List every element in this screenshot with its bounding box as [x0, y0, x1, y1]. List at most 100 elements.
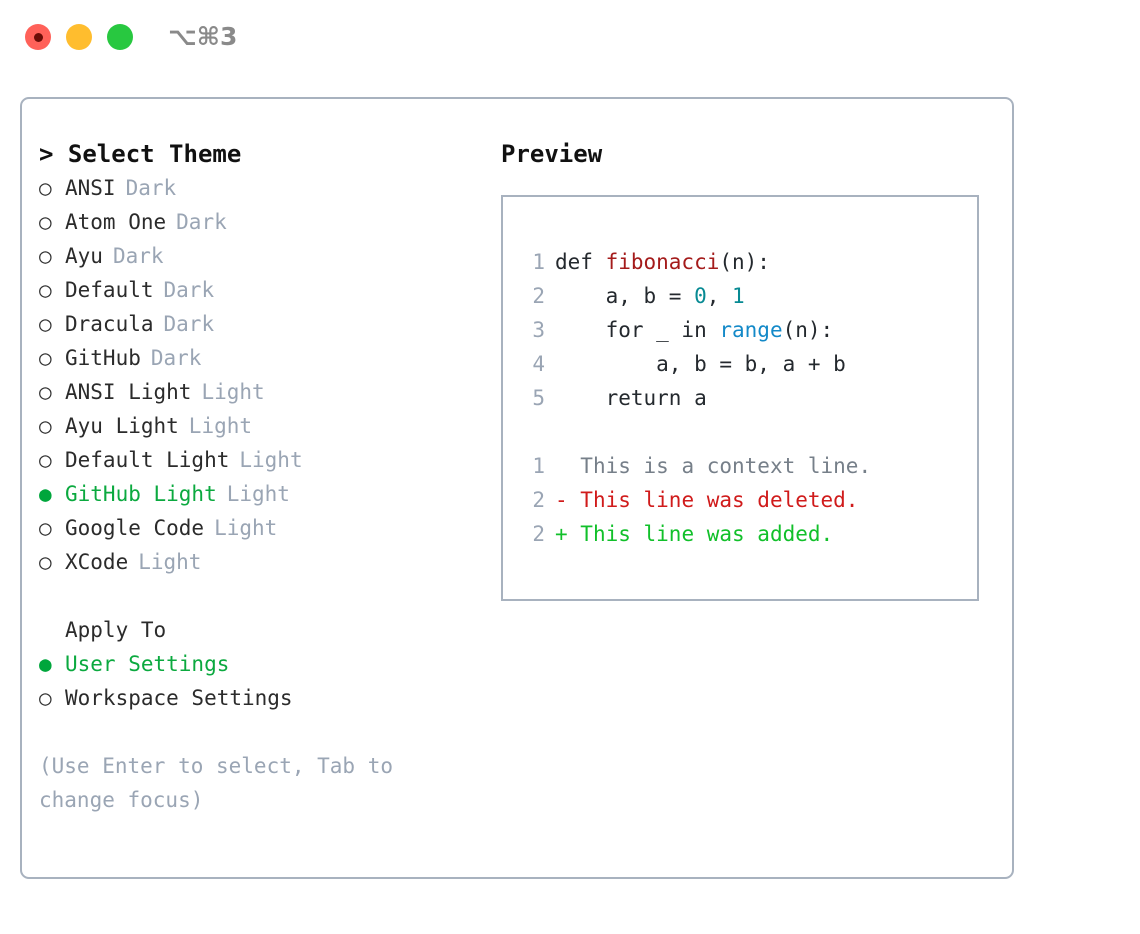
code-line-content: return a [555, 381, 707, 415]
radio-unselected-icon: ○ [39, 448, 52, 472]
code-line: 3 for _ in range(n): [503, 313, 977, 347]
code-token-plain: (n): [719, 250, 770, 274]
theme-option-ansi[interactable]: ○ ANSI Dark [39, 171, 489, 205]
page-title: > Select Theme [39, 140, 242, 168]
diff-line-deleted: 2- This line was deleted. [503, 483, 977, 517]
radio-unselected-icon: ○ [39, 176, 52, 200]
code-token-fn: fibonacci [605, 250, 720, 274]
theme-option-label: Ayu Light [65, 414, 179, 438]
radio-unselected-icon: ○ [39, 686, 52, 710]
theme-option-atom-one[interactable]: ○ Atom One Dark [39, 205, 489, 239]
apply-to-list: ● User Settings ○ Workspace Settings [39, 647, 489, 715]
theme-option-label: Ayu [65, 244, 103, 268]
theme-option-default[interactable]: ○ Default Dark [39, 273, 489, 307]
theme-option-label: XCode [65, 550, 129, 574]
code-token-plain: def [555, 250, 606, 274]
code-diff-separator [503, 415, 977, 449]
code-token-plain: return a [555, 386, 707, 410]
radio-unselected-icon: ○ [39, 516, 52, 540]
apply-to-option-label: User Settings [65, 652, 230, 676]
code-token-plain: , [706, 284, 733, 308]
theme-option-default-light[interactable]: ○ Default Light Light [39, 443, 489, 477]
radio-unselected-icon: ○ [39, 278, 52, 302]
code-line-content: a, b = 0, 1 [555, 279, 745, 313]
diff-sample: 1 This is a context line. 2- This line wa… [503, 449, 977, 551]
radio-unselected-icon: ○ [39, 312, 52, 336]
apply-to-option-workspace-settings[interactable]: ○ Workspace Settings [39, 681, 489, 715]
code-token-call: range [719, 318, 783, 342]
radio-unselected-icon: ○ [39, 414, 52, 438]
apply-to-option-user-settings[interactable]: ● User Settings [39, 647, 489, 681]
theme-variant-badge: Light [239, 448, 303, 472]
radio-unselected-icon: ○ [39, 244, 52, 268]
theme-variant-badge: Dark [125, 176, 177, 200]
code-line: 2 a, b = 0, 1 [503, 279, 977, 313]
recording-indicator-icon [33, 32, 43, 42]
minimize-button[interactable] [66, 24, 92, 50]
title-bar: ⌥⌘3 [0, 0, 1140, 80]
theme-option-github[interactable]: ○ GitHub Dark [39, 341, 489, 375]
line-number: 4 [532, 352, 545, 376]
theme-option-label: Atom One [65, 210, 167, 234]
diff-marker [555, 449, 580, 483]
diff-line-text: This line was deleted. [580, 488, 859, 512]
diff-marker: - [555, 488, 581, 512]
radio-unselected-icon: ○ [39, 380, 52, 404]
preview-title: Preview [501, 140, 603, 168]
close-button[interactable] [25, 24, 51, 50]
theme-option-label: Dracula [65, 312, 154, 336]
line-number: 2 [532, 284, 545, 308]
theme-option-label: ANSI Light [65, 380, 192, 404]
line-number: 3 [532, 318, 545, 342]
theme-option-label: Default Light [65, 448, 230, 472]
code-token-num: 1 [732, 284, 745, 308]
theme-option-ansi-light[interactable]: ○ ANSI Light Light [39, 375, 489, 409]
theme-variant-badge: Dark [176, 210, 227, 234]
theme-option-label: ANSI [65, 176, 116, 200]
diff-line-added: 2+ This line was added. [503, 517, 977, 551]
line-number: 1 [532, 454, 545, 478]
code-line-content: def fibonacci(n): [555, 245, 770, 279]
radio-selected-icon: ● [39, 652, 52, 676]
code-line: 5 return a [503, 381, 977, 415]
diff-line-text: This is a context line. [580, 454, 872, 478]
window-controls [25, 24, 133, 50]
line-number: 2 [532, 522, 545, 546]
theme-option-xcode[interactable]: ○ XCode Light [39, 545, 489, 579]
theme-variant-badge: Light [201, 380, 265, 404]
theme-option-label: GitHub [65, 346, 141, 370]
code-token-num: 0 [694, 284, 707, 308]
apply-to-option-label: Workspace Settings [65, 686, 293, 710]
radio-selected-icon: ● [39, 482, 52, 506]
radio-unselected-icon: ○ [39, 210, 52, 234]
theme-variant-badge: Dark [112, 244, 164, 268]
diff-line-text: This line was added. [580, 522, 834, 546]
theme-option-ayu[interactable]: ○ Ayu Dark [39, 239, 489, 273]
theme-variant-badge: Dark [163, 278, 215, 302]
code-token-plain: (n): [782, 318, 834, 342]
theme-variant-badge: Light [138, 550, 202, 574]
line-number: 5 [532, 386, 545, 410]
code-line-content: a, b = b, a + b [555, 347, 846, 381]
theme-option-label: GitHub Light [65, 482, 217, 506]
code-token-plain: for _ in [555, 318, 720, 342]
theme-option-label: Default [65, 278, 154, 302]
radio-unselected-icon: ○ [39, 346, 52, 370]
line-number: 2 [532, 488, 545, 512]
maximize-button[interactable] [107, 24, 133, 50]
radio-unselected-icon: ○ [39, 550, 52, 574]
theme-variant-badge: Dark [150, 346, 202, 370]
code-line: 4 a, b = b, a + b [503, 347, 977, 381]
code-line-content: for _ in range(n): [555, 313, 834, 347]
